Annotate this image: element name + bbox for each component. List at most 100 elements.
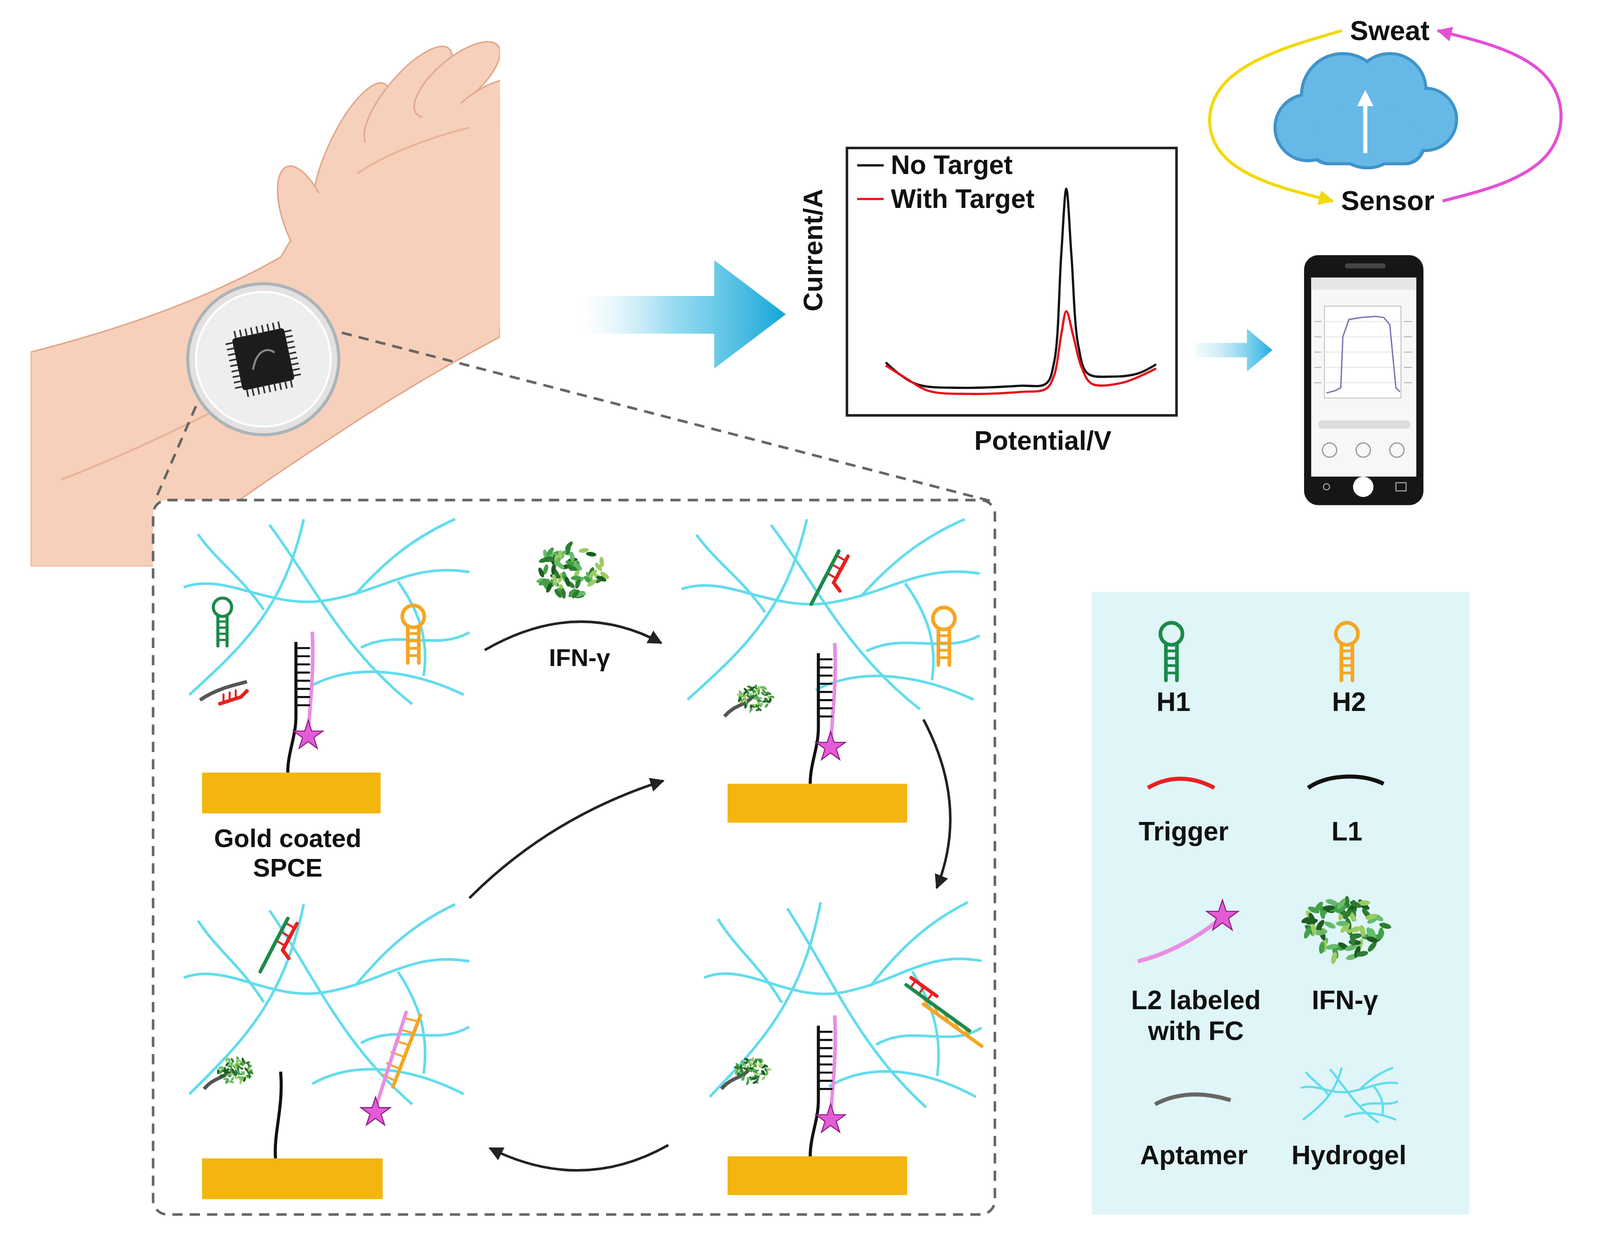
phone-screen	[1311, 277, 1417, 477]
base-pair	[407, 631, 419, 635]
hydrogel-fiber	[398, 581, 426, 676]
chip-pin	[261, 325, 263, 333]
base-pair	[234, 690, 237, 697]
chip-pin	[230, 364, 238, 366]
hairpin-stem	[1339, 643, 1344, 680]
protein-helix	[756, 702, 762, 706]
protein-helix	[1318, 941, 1326, 954]
protein-helix	[752, 1062, 758, 1068]
h1-strand	[905, 984, 970, 1031]
chip-pin	[291, 363, 299, 365]
ifn-gamma-protein	[736, 683, 775, 714]
protein-helix	[735, 1062, 740, 1068]
ferrocene-label	[815, 731, 846, 760]
base-pair	[1341, 671, 1353, 675]
chip-body	[231, 327, 295, 391]
l2-icon	[1137, 918, 1221, 961]
hydrogel-fiber	[1344, 1112, 1397, 1120]
trigger-strand	[833, 582, 840, 592]
base-pair	[819, 1087, 832, 1091]
base-pair	[296, 687, 310, 691]
hydrogel-fiber	[815, 676, 974, 700]
chip-pin	[290, 357, 298, 359]
legend-item: No Target	[890, 150, 1013, 181]
hydrogel-fiber	[709, 901, 821, 1097]
chip-pin	[292, 368, 300, 370]
hairpin	[213, 598, 232, 647]
ifn-gamma-protein	[217, 1055, 255, 1085]
chip-pin	[293, 374, 301, 376]
protein-helix	[238, 1065, 245, 1071]
base-pair	[819, 1038, 832, 1042]
protein-helix	[742, 1066, 749, 1072]
base-pair	[296, 654, 310, 658]
chip-pin	[229, 359, 237, 361]
base-pair	[296, 646, 310, 650]
protein-helix	[761, 688, 767, 695]
chip-pin	[252, 388, 254, 396]
screen-tick	[1314, 321, 1322, 322]
protein-helix	[766, 690, 773, 696]
base-pair	[1341, 649, 1353, 653]
upload-arrow	[1363, 102, 1368, 154]
protein-helix	[769, 694, 776, 699]
chip-pin	[285, 335, 293, 337]
forearm	[30, 96, 501, 567]
protein-helix	[248, 1073, 252, 1079]
protein-helix	[748, 1067, 754, 1070]
protein-helix	[1312, 900, 1325, 913]
hairpin-loop	[1160, 622, 1183, 645]
protein-helix	[586, 578, 598, 588]
base-pair	[218, 626, 228, 629]
screen-grid	[1324, 366, 1401, 368]
base-pair	[407, 639, 419, 643]
chip-pin	[250, 327, 252, 335]
chip-pin	[226, 348, 234, 350]
arm-illustration	[30, 40, 501, 567]
protein-helix	[734, 1069, 739, 1076]
protein-helix	[753, 1074, 759, 1078]
chip-pin	[267, 323, 269, 331]
protein-helix	[585, 550, 597, 557]
cloud	[1273, 51, 1459, 170]
l1-strand	[810, 653, 819, 784]
base-pair	[819, 707, 832, 710]
chip-mark	[249, 348, 278, 370]
protein-helix	[247, 1064, 253, 1069]
chip-pin	[245, 328, 247, 336]
hydrogel-fiber	[189, 519, 304, 695]
base-pair	[819, 657, 832, 661]
aptamer-trigger-complex	[199, 681, 248, 705]
protein-helix	[757, 689, 761, 695]
protein-helix	[739, 1059, 746, 1065]
wearable-patch	[187, 283, 339, 435]
legend-item: L1	[1331, 816, 1363, 847]
screen-grid	[1324, 351, 1401, 353]
protein-helix	[746, 1058, 752, 1065]
chart-frame	[846, 147, 1177, 416]
protein-helix	[566, 564, 578, 572]
protein-helix	[761, 1075, 766, 1081]
base-pair	[819, 682, 832, 685]
legend-text: IFN-γ	[1311, 984, 1379, 1016]
protein-helix	[1378, 921, 1392, 930]
protein-helix	[545, 546, 556, 558]
protein-helix	[224, 1061, 230, 1067]
base-pair	[218, 638, 228, 641]
trigger-strand	[282, 949, 289, 959]
hydrogel-fiber	[354, 904, 455, 986]
hairpin-stem	[216, 615, 220, 647]
chip-pin	[284, 330, 292, 332]
hairpin-stem	[406, 626, 410, 663]
cycle-node: Sensor	[1333, 179, 1443, 224]
hairpin-stem	[1175, 643, 1179, 680]
hydrogel-fiber	[681, 571, 980, 605]
base-pair	[1165, 671, 1177, 675]
legend-text: With Target	[890, 183, 1035, 215]
base-pair	[296, 695, 310, 699]
protein-helix	[748, 707, 753, 714]
protein-helix	[1307, 911, 1317, 925]
h2-strand	[923, 1004, 982, 1046]
screen-grid	[1324, 382, 1401, 384]
